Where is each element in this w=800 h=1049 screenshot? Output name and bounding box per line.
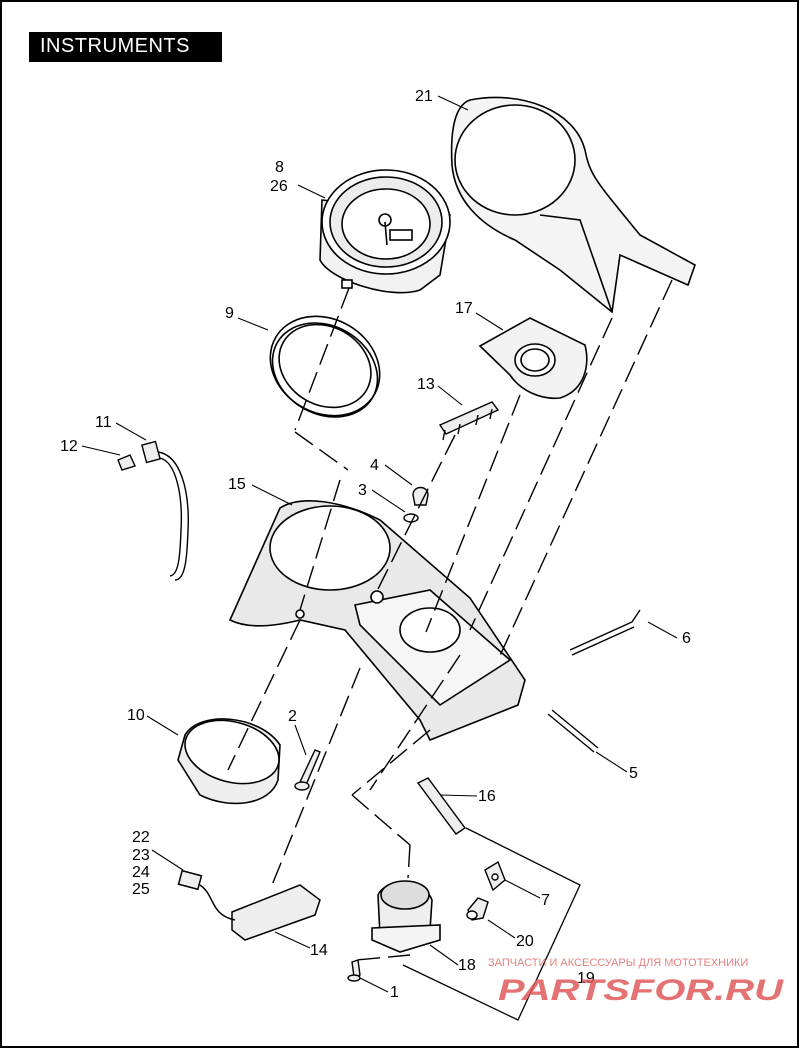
watermark-tagline: ЗАПЧАСТИ И АКСЕССУАРЫ ДЛЯ МОТОТЕХНИКИ bbox=[488, 957, 748, 969]
callout-23: 23 bbox=[132, 847, 150, 864]
callout-17: 17 bbox=[455, 300, 473, 317]
part-20-key bbox=[466, 897, 489, 921]
watermark: ЗАПЧАСТИ И АКСЕССУАРЫ ДЛЯ МОТОТЕХНИКИ PA… bbox=[488, 957, 785, 1007]
leader-lines bbox=[81, 95, 678, 993]
bracket-19 bbox=[402, 827, 581, 1021]
callout-10: 10 bbox=[127, 707, 145, 724]
callout-8: 8 bbox=[275, 159, 284, 176]
callout-13: 13 bbox=[417, 376, 435, 393]
part-13-bracket bbox=[438, 401, 500, 441]
callout-25: 25 bbox=[132, 881, 150, 898]
callout-12: 12 bbox=[60, 438, 78, 455]
callout-20: 20 bbox=[516, 933, 534, 950]
callout-22: 22 bbox=[132, 829, 150, 846]
part-2-screw bbox=[294, 749, 321, 791]
part-4-lens bbox=[403, 486, 429, 523]
part-17-face-plate bbox=[478, 317, 588, 400]
part-10-mounting-ring bbox=[177, 718, 281, 805]
part-6-cable-strap bbox=[569, 609, 641, 656]
title-box bbox=[29, 32, 222, 62]
part-18-ignition-switch bbox=[371, 880, 441, 953]
callout-11: 11 bbox=[95, 414, 112, 431]
callout-3: 3 bbox=[358, 482, 367, 499]
part-8-speedometer bbox=[319, 169, 451, 294]
part-15-console bbox=[228, 500, 526, 742]
callout-5: 5 bbox=[629, 765, 638, 782]
part-11-lamp-socket bbox=[117, 440, 189, 581]
callout-24: 24 bbox=[132, 864, 150, 881]
part-5-cable-strap bbox=[547, 709, 599, 753]
callout-1: 1 bbox=[390, 984, 399, 1001]
callout-labels: 21 8 26 9 17 13 11 12 4 3 15 6 10 2 5 16… bbox=[60, 88, 691, 1001]
callout-15: 15 bbox=[228, 476, 246, 493]
callout-26: 26 bbox=[270, 178, 288, 195]
part-16-bar bbox=[416, 777, 467, 835]
callout-16: 16 bbox=[478, 788, 496, 805]
callout-6: 6 bbox=[682, 630, 691, 647]
callout-19: 19 bbox=[577, 970, 595, 987]
callout-21: 21 bbox=[415, 88, 433, 105]
watermark-brand: PARTSFOR.RU bbox=[498, 974, 785, 1007]
part-1-screw bbox=[347, 959, 361, 982]
page-title: INSTRUMENTS bbox=[40, 35, 190, 57]
assembly-lines bbox=[227, 279, 673, 961]
part-9-gasket bbox=[269, 315, 381, 418]
part-14-switch-module bbox=[177, 869, 321, 941]
callout-7: 7 bbox=[541, 892, 550, 909]
callout-4: 4 bbox=[370, 457, 379, 474]
part-21-panel-cover bbox=[450, 96, 696, 314]
callout-18: 18 bbox=[458, 957, 476, 974]
callout-14: 14 bbox=[310, 942, 328, 959]
part-7-key bbox=[484, 860, 506, 892]
callout-9: 9 bbox=[225, 305, 234, 322]
callout-2: 2 bbox=[288, 708, 297, 725]
